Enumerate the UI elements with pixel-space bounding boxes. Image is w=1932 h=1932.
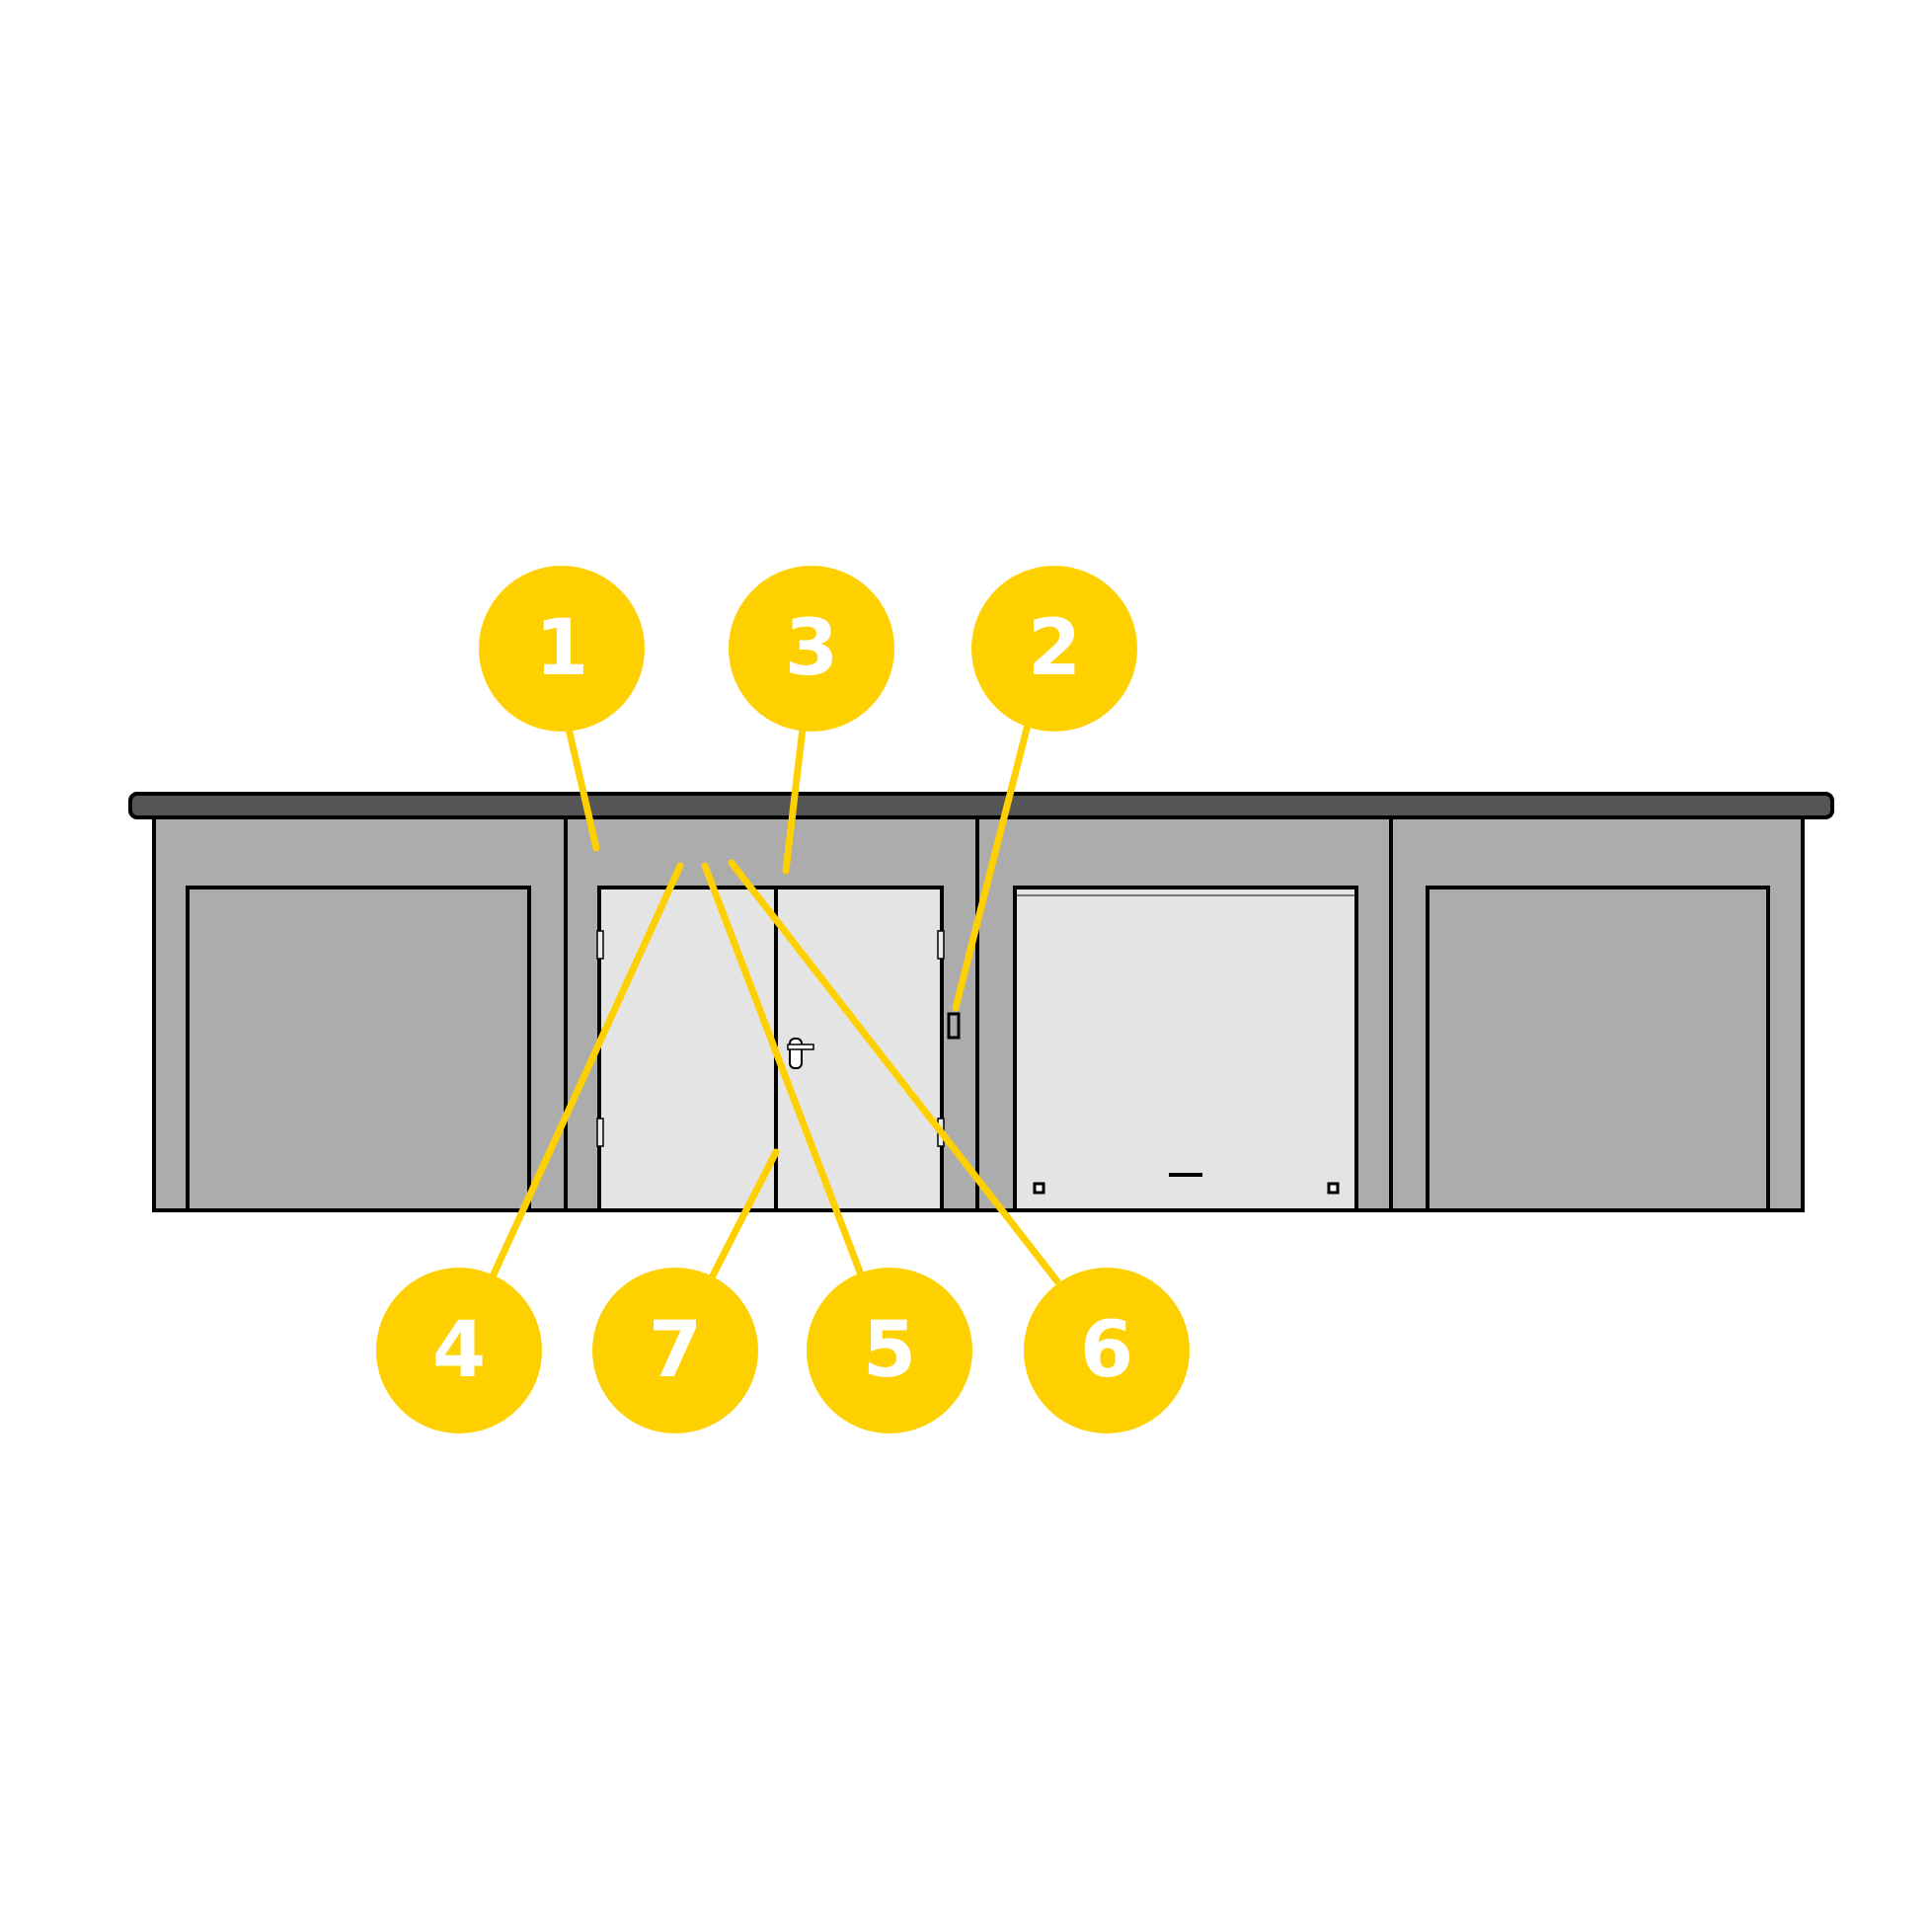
wall-light-switch: [947, 1012, 961, 1040]
callout-5: 5: [807, 1268, 972, 1433]
callout-label: 7: [649, 1306, 702, 1395]
callout-7: 7: [592, 1268, 758, 1433]
callout-label: 3: [785, 604, 838, 693]
callout-6: 6: [1024, 1268, 1190, 1433]
callout-4: 4: [376, 1268, 542, 1433]
roof: [128, 792, 1834, 819]
callout-circle: [971, 566, 1137, 732]
callout-3: 3: [729, 566, 894, 732]
callout-label: 6: [1080, 1306, 1133, 1395]
leader-line-7: [708, 1148, 780, 1281]
hinge: [596, 1118, 604, 1147]
door-lock: [1327, 1182, 1340, 1195]
garage-door-left: [186, 886, 531, 1212]
leader-line-4: [490, 862, 684, 1278]
door-handle: [787, 1038, 814, 1069]
leader-line-2: [952, 725, 1031, 1012]
callout-label: 1: [535, 604, 588, 693]
leader-line-6: [728, 859, 1061, 1285]
callout-label: 4: [432, 1306, 486, 1395]
leader-line-1: [565, 725, 600, 852]
callout-1: 1: [479, 566, 645, 732]
hinge: [937, 930, 945, 960]
callout-circle: [729, 566, 894, 732]
callout-circle: [807, 1268, 972, 1433]
garage-row: [128, 792, 1834, 1212]
leader-lines: [490, 725, 1061, 1285]
up-and-over-door: [1013, 886, 1358, 1212]
callout-circle: [592, 1268, 758, 1433]
callout-label: 2: [1028, 604, 1081, 693]
callout-2: 2: [971, 566, 1137, 732]
door-lock: [1033, 1182, 1045, 1195]
leader-line-5: [701, 862, 865, 1278]
callout-badges: 1 3 2 4 7 5 6: [376, 566, 1190, 1433]
callout-label: 5: [863, 1306, 916, 1395]
up-and-over-door-panel: [1013, 886, 1358, 1212]
garage-door-right: [1426, 886, 1770, 1212]
hinge: [596, 930, 604, 960]
leader-line-3: [782, 725, 807, 875]
callout-circle: [1024, 1268, 1190, 1433]
callout-circle: [479, 566, 645, 732]
callout-circle: [376, 1268, 542, 1433]
